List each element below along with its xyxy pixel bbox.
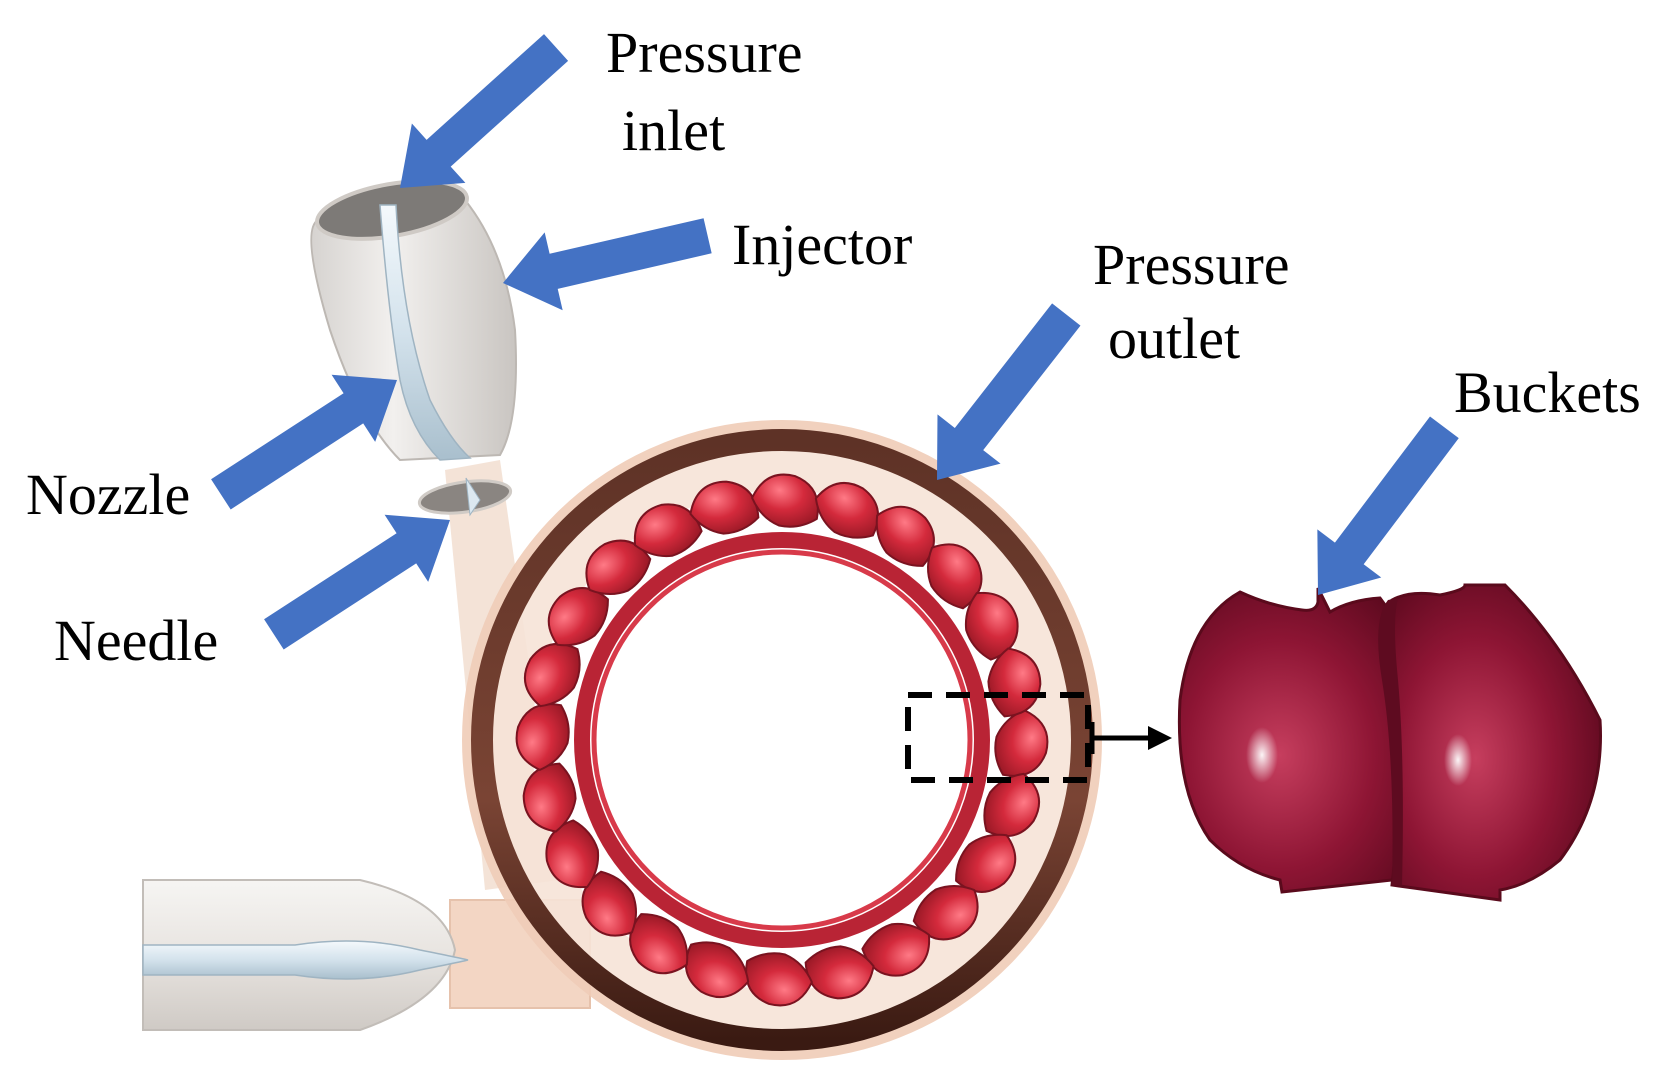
dashed-zoom-box <box>905 692 1091 783</box>
bucket-ring <box>515 473 1049 1007</box>
runner-bucket <box>926 543 983 610</box>
runner-bucket <box>684 941 750 999</box>
runner-bucket <box>523 642 581 708</box>
runner-bucket <box>751 473 819 528</box>
upper-needle-tip <box>465 477 481 517</box>
buckets-arrow <box>1317 416 1459 595</box>
runner-bucket <box>955 833 1017 893</box>
label-pressure-outlet-line2: outlet <box>1108 306 1241 371</box>
runner-bucket <box>994 709 1049 777</box>
upper-nozzle-ring <box>417 479 513 515</box>
bucket-detail-right-cup <box>1390 583 1602 902</box>
runner-bucket <box>545 819 600 889</box>
runner-hub-ring <box>574 532 990 948</box>
lower-injector <box>142 879 591 1031</box>
label-pressure-inlet-line1: Pressure <box>606 20 803 85</box>
runner-bucket <box>875 505 935 567</box>
runner-bucket <box>964 591 1019 661</box>
runner-bucket <box>987 647 1042 718</box>
nozzle-arrow <box>211 374 397 510</box>
runner-bucket <box>581 870 638 937</box>
runner-bucket <box>814 481 880 539</box>
bucket-detail-splitter <box>1378 598 1403 885</box>
label-injector: Injector <box>732 212 913 277</box>
pressure-inlet-arrow <box>400 34 569 188</box>
casing-ring <box>471 429 1093 1051</box>
runner-bucket <box>745 952 813 1007</box>
runner-bucket <box>912 884 979 941</box>
label-pressure-outlet-line1: Pressure <box>1093 232 1290 297</box>
runner-bucket <box>585 539 652 596</box>
pressure-outlet-arrow <box>937 303 1081 480</box>
label-needle: Needle <box>54 608 219 673</box>
runner-bucket <box>861 922 931 977</box>
callout-arrows <box>211 34 1459 650</box>
runner-hub-inner <box>591 549 973 931</box>
runner-bucket <box>804 945 875 1000</box>
needle-arrow <box>264 514 450 650</box>
label-pressure-inlet-line2: inlet <box>622 98 726 163</box>
label-nozzle: Nozzle <box>26 462 191 527</box>
turbine-runner <box>462 420 1102 1060</box>
injector-arrow <box>503 218 712 311</box>
bucket-detail <box>1177 583 1602 902</box>
bucket-detail-highlight-right <box>1444 734 1472 786</box>
runner-bucket <box>633 503 703 558</box>
bucket-detail-highlight-left <box>1246 727 1278 783</box>
lower-needle-spear <box>142 940 469 980</box>
runner-bucket <box>547 587 609 647</box>
upper-needle-spear <box>379 204 472 461</box>
label-buckets: Buckets <box>1454 360 1641 425</box>
runner-bucket <box>515 703 570 771</box>
connector-arrow <box>1089 722 1172 754</box>
runner-bucket <box>522 762 577 833</box>
runner-bucket <box>983 772 1041 838</box>
runner-bucket <box>629 913 689 975</box>
runner-bucket <box>689 480 760 535</box>
